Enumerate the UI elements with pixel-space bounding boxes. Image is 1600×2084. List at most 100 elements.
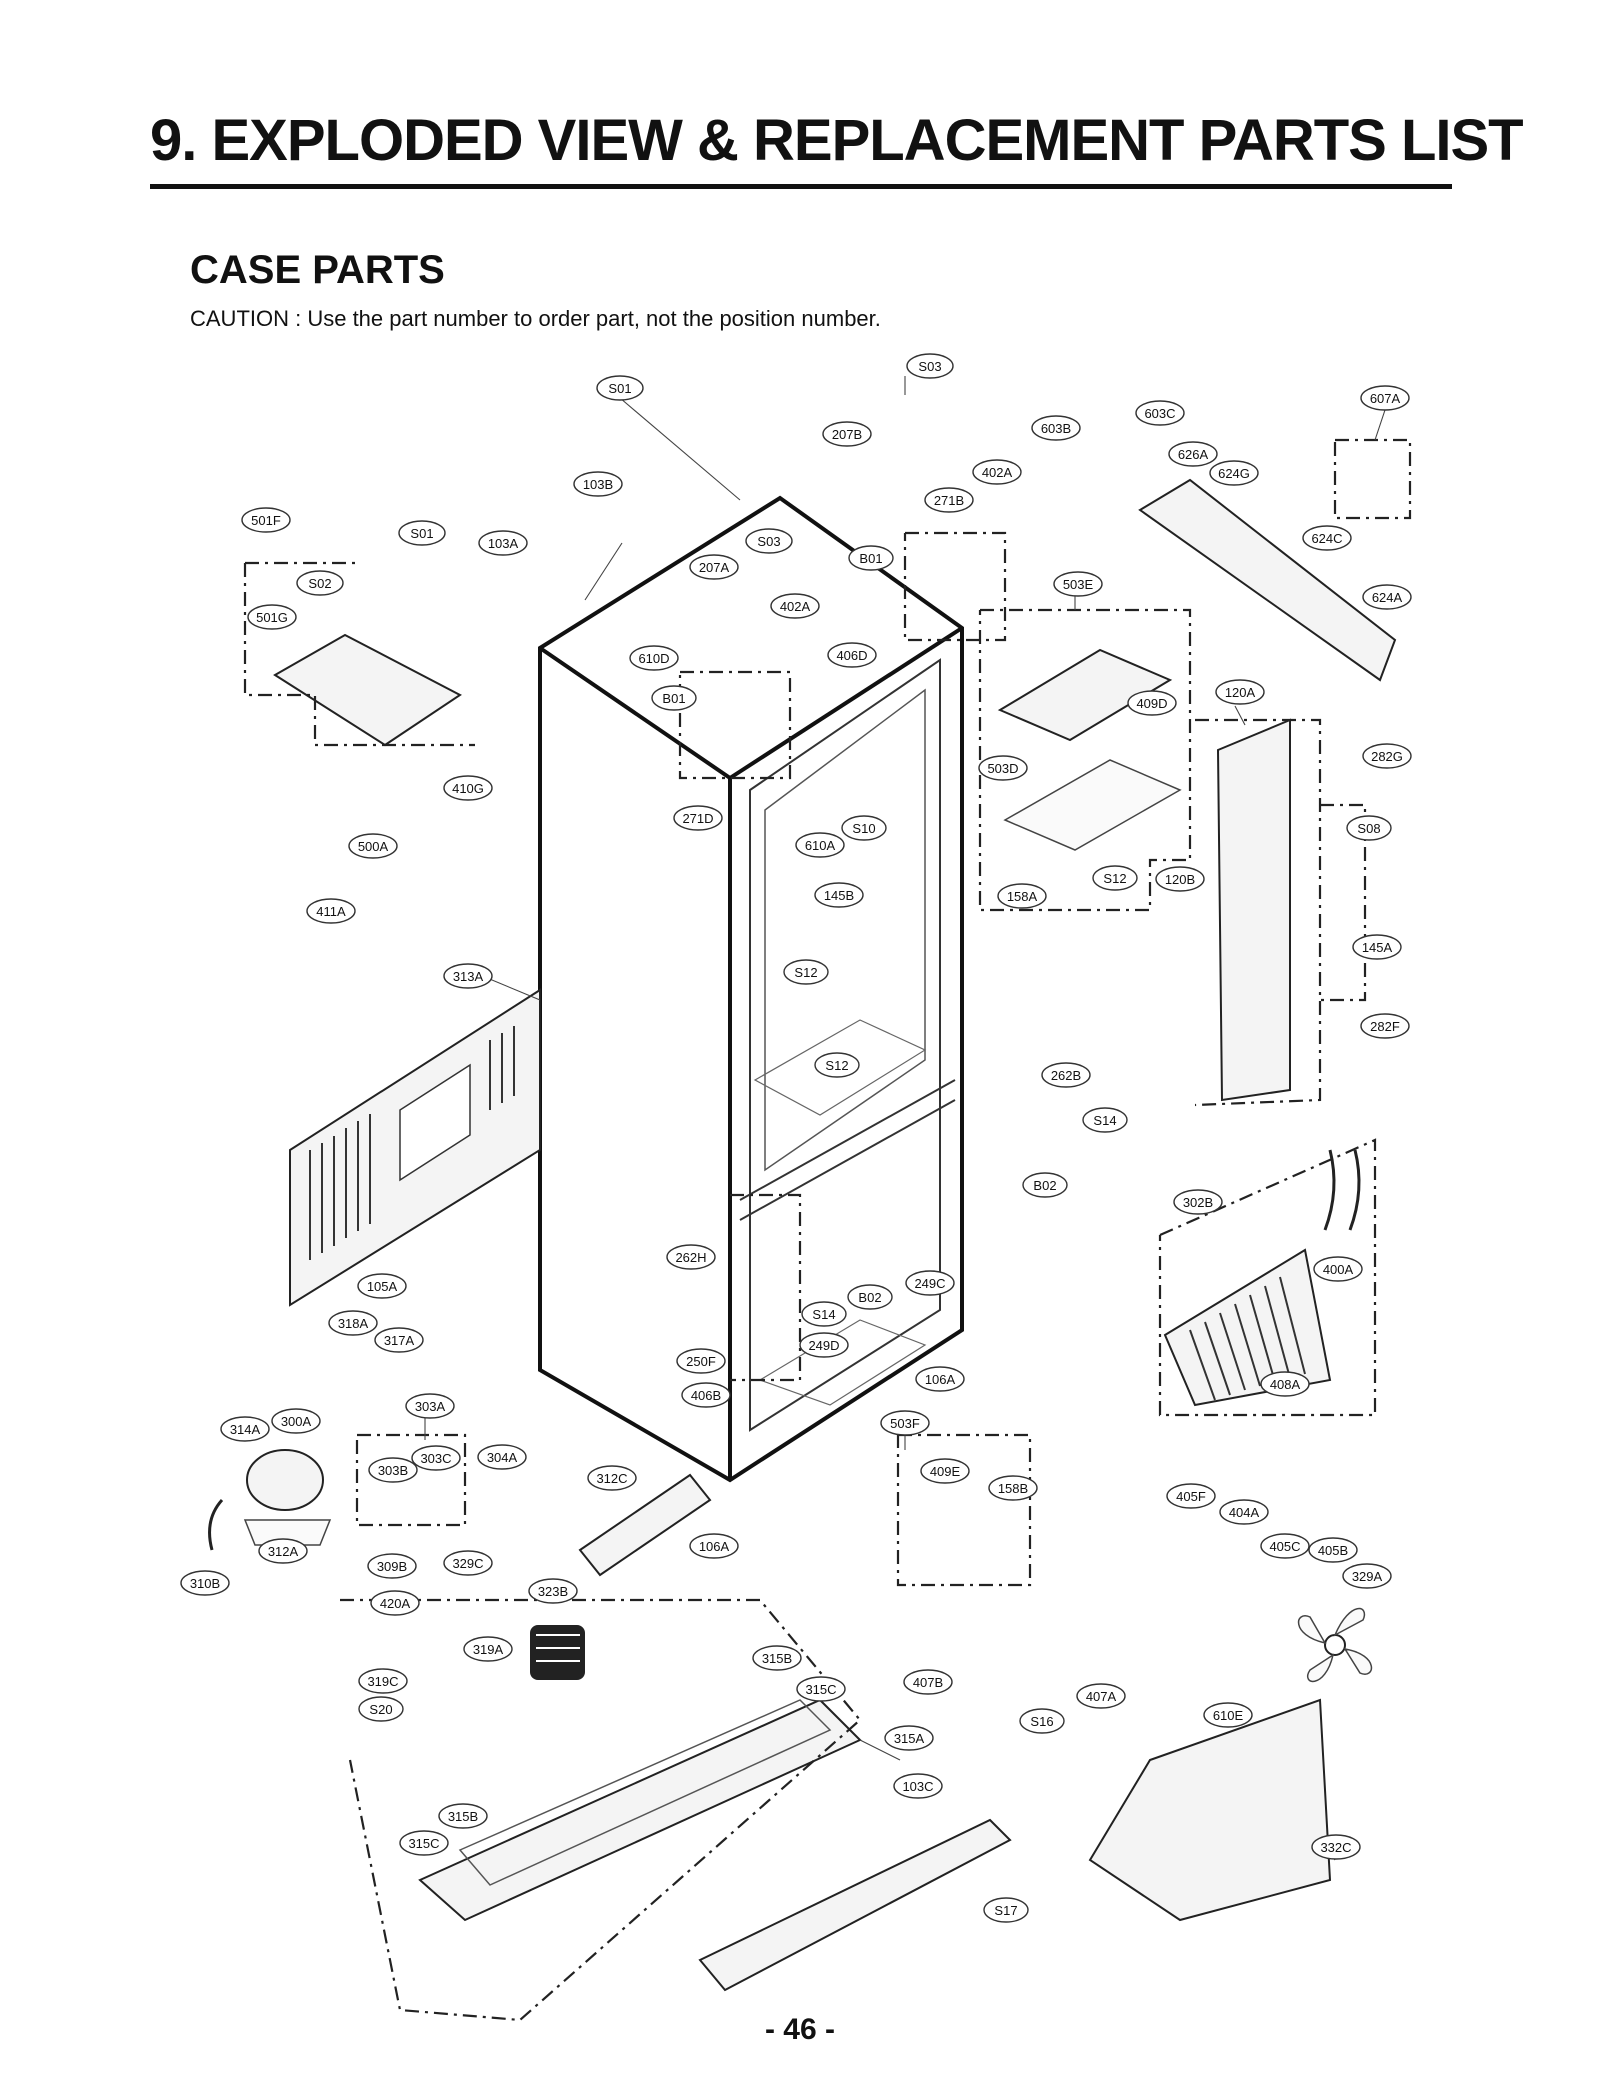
callout-500A: 500A xyxy=(348,833,398,859)
svg-text:S14: S14 xyxy=(812,1307,835,1322)
svg-text:304A: 304A xyxy=(487,1450,518,1465)
callout-318A: 318A xyxy=(328,1310,378,1336)
callout-262B: 262B xyxy=(1041,1062,1091,1088)
callout-624A: 624A xyxy=(1362,584,1412,610)
callout-271D: 271D xyxy=(673,805,723,831)
svg-text:S03: S03 xyxy=(757,534,780,549)
svg-text:S20: S20 xyxy=(369,1702,392,1717)
callout-105A: 105A xyxy=(357,1273,407,1299)
callout-610A: 610A xyxy=(795,832,845,858)
svg-text:207A: 207A xyxy=(699,560,730,575)
svg-text:409D: 409D xyxy=(1136,696,1167,711)
evaporator xyxy=(1163,1248,1332,1407)
svg-text:S12: S12 xyxy=(1103,871,1126,886)
svg-text:S02: S02 xyxy=(308,576,331,591)
svg-text:501G: 501G xyxy=(256,610,288,625)
front-grille xyxy=(698,1818,1012,1992)
callout-S03: S03 xyxy=(906,353,954,379)
svg-text:406D: 406D xyxy=(836,648,867,663)
svg-text:317A: 317A xyxy=(384,1333,415,1348)
svg-text:B02: B02 xyxy=(858,1290,881,1305)
callout-405C: 405C xyxy=(1260,1533,1310,1559)
svg-text:103C: 103C xyxy=(902,1779,933,1794)
callout-607A: 607A xyxy=(1360,385,1410,411)
svg-text:S08: S08 xyxy=(1357,821,1380,836)
callout-S14-2: S14 xyxy=(801,1301,847,1327)
callout-271B: 271B xyxy=(924,487,974,513)
title-underline xyxy=(150,184,1452,189)
callout-303A: 303A xyxy=(405,1393,455,1419)
callout-106A-2: 106A xyxy=(689,1533,739,1559)
svg-text:315B: 315B xyxy=(762,1651,792,1666)
cabinet xyxy=(538,495,964,1483)
callout-603B: 603B xyxy=(1031,415,1081,441)
callout-409E: 409E xyxy=(920,1458,970,1484)
callout-610D: 610D xyxy=(629,645,679,671)
svg-text:158B: 158B xyxy=(998,1481,1028,1496)
callout-S12-3: S12 xyxy=(814,1052,860,1078)
svg-text:303B: 303B xyxy=(378,1463,408,1478)
callout-282F: 282F xyxy=(1360,1013,1410,1039)
page-number: - 46 - xyxy=(764,2013,836,2046)
svg-text:300A: 300A xyxy=(281,1414,312,1429)
svg-text:603C: 603C xyxy=(1144,406,1175,421)
callout-S01: S01 xyxy=(596,375,644,401)
callout-158B: 158B xyxy=(988,1475,1038,1501)
callout-603C: 603C xyxy=(1135,400,1185,426)
svg-text:323B: 323B xyxy=(538,1584,568,1599)
callout-282G: 282G xyxy=(1362,743,1412,769)
callout-624C: 624C xyxy=(1302,525,1352,551)
callout-S16: S16 xyxy=(1019,1708,1065,1734)
callout-408A: 408A xyxy=(1260,1371,1310,1397)
callout-S01-2: S01 xyxy=(398,520,446,546)
svg-text:503E: 503E xyxy=(1063,577,1094,592)
fan-blade xyxy=(1297,1607,1373,1683)
callout-103A: 103A xyxy=(478,530,528,556)
svg-text:402A: 402A xyxy=(982,465,1013,480)
svg-text:406B: 406B xyxy=(691,1388,721,1403)
callout-S12: S12 xyxy=(1092,865,1138,891)
callout-406B: 406B xyxy=(681,1382,731,1408)
callout-315C-2: 315C xyxy=(399,1830,449,1856)
svg-text:624G: 624G xyxy=(1218,466,1250,481)
svg-text:271B: 271B xyxy=(934,493,964,508)
callout-303C: 303C xyxy=(411,1445,461,1471)
svg-text:B01: B01 xyxy=(859,551,882,566)
svg-text:S01: S01 xyxy=(410,526,433,541)
callout-313A: 313A xyxy=(443,963,493,989)
callout-312A: 312A xyxy=(258,1538,308,1564)
base-plate xyxy=(418,1698,862,1922)
svg-text:105A: 105A xyxy=(367,1279,398,1294)
svg-text:158A: 158A xyxy=(1007,889,1038,904)
callout-332C: 332C xyxy=(1311,1834,1361,1860)
svg-text:315A: 315A xyxy=(894,1731,925,1746)
svg-text:318A: 318A xyxy=(338,1316,369,1331)
callout-145A: 145A xyxy=(1352,934,1402,960)
callout-120B: 120B xyxy=(1155,866,1205,892)
callout-626A: 626A xyxy=(1168,441,1218,467)
svg-text:405F: 405F xyxy=(1176,1489,1206,1504)
svg-text:302B: 302B xyxy=(1183,1195,1213,1210)
svg-text:405B: 405B xyxy=(1318,1543,1348,1558)
callout-S03-2: S03 xyxy=(745,528,793,554)
callout-207B: 207B xyxy=(822,421,872,447)
callout-315A: 315A xyxy=(884,1725,934,1751)
svg-text:624C: 624C xyxy=(1311,531,1342,546)
svg-text:S10: S10 xyxy=(852,821,875,836)
svg-text:310B: 310B xyxy=(190,1576,220,1591)
callout-503E: 503E xyxy=(1053,571,1103,597)
callout-319C: 319C xyxy=(358,1668,408,1694)
callout-411A: 411A xyxy=(306,898,356,924)
svg-text:262H: 262H xyxy=(675,1250,706,1265)
callout-317A: 317A xyxy=(374,1327,424,1353)
callout-249C: 249C xyxy=(905,1270,955,1296)
callout-158A: 158A xyxy=(997,883,1047,909)
svg-text:407A: 407A xyxy=(1086,1689,1117,1704)
svg-text:S16: S16 xyxy=(1030,1714,1053,1729)
callout-407B: 407B xyxy=(903,1669,953,1695)
hinge-tube xyxy=(1138,478,1397,682)
svg-text:103B: 103B xyxy=(583,477,613,492)
parts-artwork xyxy=(208,478,1397,1992)
svg-text:404A: 404A xyxy=(1229,1505,1260,1520)
